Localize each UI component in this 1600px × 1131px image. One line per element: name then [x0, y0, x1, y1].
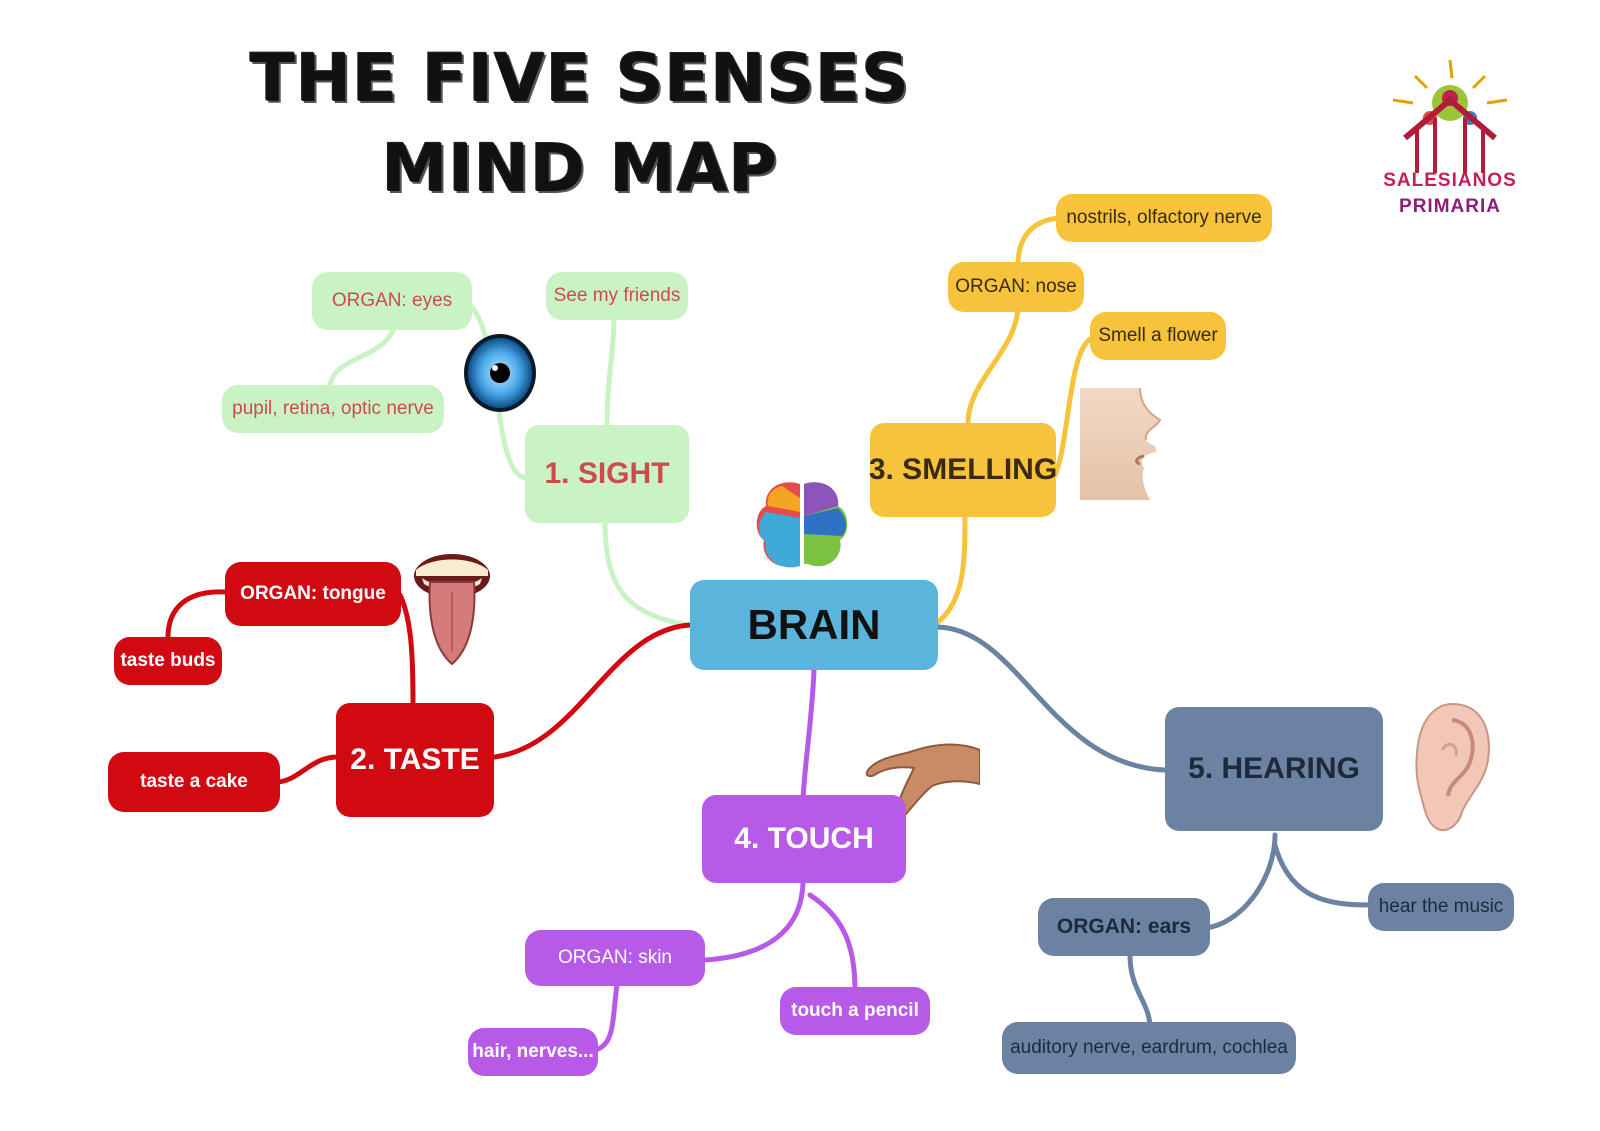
logo-text-line2: PRIMARIA	[1399, 196, 1501, 217]
link-hearing-music	[1272, 842, 1373, 908]
logo-house-icon	[1392, 59, 1508, 173]
link-eyes-parts	[327, 322, 398, 388]
node-taste-label: 2. TASTE	[350, 743, 480, 776]
node-touch-label: 4. TOUCH	[734, 822, 874, 855]
node-sight-label: 1. SIGHT	[544, 457, 670, 490]
node-brain-label: BRAIN	[747, 601, 881, 648]
tongue-icon	[414, 554, 490, 666]
node-smell-parts-label: nostrils, olfactory nerve	[1066, 207, 1262, 228]
node-touch-parts-label: hair, nerves...	[472, 1041, 594, 1062]
nose-icon	[1080, 387, 1168, 500]
node-touch-parts[interactable]: hair, nerves...	[468, 1028, 598, 1076]
node-hearing-organ[interactable]: ORGAN: ears	[1038, 898, 1210, 956]
node-sight[interactable]: 1. SIGHT	[525, 425, 689, 523]
link-skin-parts	[592, 982, 620, 1053]
logo-text-line1: SALESIANOS	[1383, 170, 1517, 191]
link-taste-tongue	[397, 592, 416, 708]
page-title-line1: THE FIVE SENSES	[249, 40, 911, 117]
link-brain-touch	[800, 667, 817, 803]
eye-icon	[464, 334, 536, 412]
link-brain-smell	[935, 512, 968, 625]
salesianos-logo: SALESIANOS PRIMARIA	[1383, 58, 1516, 228]
link-smell-example	[1052, 335, 1095, 478]
node-sight-parts[interactable]: pupil, retina, optic nerve	[222, 385, 444, 433]
node-taste-example-label: taste a cake	[140, 771, 248, 792]
node-brain[interactable]: BRAIN	[690, 580, 938, 670]
node-taste-parts-label: taste buds	[120, 650, 216, 671]
node-touch-organ[interactable]: ORGAN: skin	[525, 930, 705, 986]
link-brain-taste	[492, 622, 693, 760]
node-taste-organ-label: ORGAN: tongue	[240, 583, 386, 604]
node-touch-example[interactable]: touch a pencil	[780, 987, 930, 1035]
link-touch-pencil	[807, 892, 858, 993]
link-brain-sight	[602, 517, 693, 628]
hand-icon	[865, 743, 980, 834]
ear-icon	[1415, 702, 1490, 831]
node-smell[interactable]: 3. SMELLING	[868, 423, 1058, 517]
brain-icon	[756, 482, 848, 568]
node-sight-example[interactable]: See my friends	[546, 272, 688, 320]
node-hearing[interactable]: 5. HEARING	[1165, 707, 1383, 831]
link-hearing-ears	[1202, 832, 1278, 931]
node-hearing-parts-label: auditory nerve, eardrum, cochlea	[1010, 1037, 1288, 1058]
node-sight-organ-label: ORGAN: eyes	[331, 290, 453, 311]
node-smell-parts[interactable]: nostrils, olfactory nerve	[1056, 194, 1272, 242]
node-hearing-example-label: hear the music	[1378, 896, 1504, 917]
node-taste-example[interactable]: taste a cake	[108, 752, 280, 812]
node-touch[interactable]: 4. TOUCH	[702, 795, 906, 883]
link-smell-nose	[965, 302, 1021, 426]
link-sight-example	[604, 315, 617, 428]
node-hearing-example[interactable]: hear the music	[1368, 883, 1514, 931]
node-smell-example-label: Smell a flower	[1098, 325, 1218, 346]
node-hearing-label: 5. HEARING	[1188, 752, 1360, 785]
node-smell-organ-label: ORGAN: nose	[955, 276, 1077, 297]
link-ears-parts	[1127, 952, 1153, 1028]
node-sight-parts-label: pupil, retina, optic nerve	[232, 398, 434, 419]
node-hearing-organ-label: ORGAN: ears	[1056, 915, 1192, 938]
node-smell-label: 3. SMELLING	[868, 453, 1058, 486]
link-brain-hearing	[935, 624, 1168, 773]
node-taste-parts[interactable]: taste buds	[114, 637, 222, 685]
page-title-line2: MIND MAP	[381, 130, 779, 207]
node-sight-organ[interactable]: ORGAN: eyes	[312, 272, 472, 330]
node-hearing-parts[interactable]: auditory nerve, eardrum, cochlea	[1002, 1022, 1296, 1074]
link-touch-skin	[702, 877, 806, 963]
node-taste[interactable]: 2. TASTE	[336, 703, 494, 817]
link-nose-parts	[1015, 215, 1061, 268]
node-smell-organ[interactable]: ORGAN: nose	[948, 262, 1084, 312]
node-smell-example[interactable]: Smell a flower	[1090, 312, 1226, 360]
link-taste-cake	[275, 754, 339, 785]
link-tongue-buds	[165, 589, 228, 640]
node-touch-organ-label: ORGAN: skin	[557, 947, 673, 968]
node-taste-organ[interactable]: ORGAN: tongue	[225, 562, 401, 626]
node-touch-example-label: touch a pencil	[791, 1000, 919, 1021]
node-sight-example-label: See my friends	[553, 285, 681, 306]
